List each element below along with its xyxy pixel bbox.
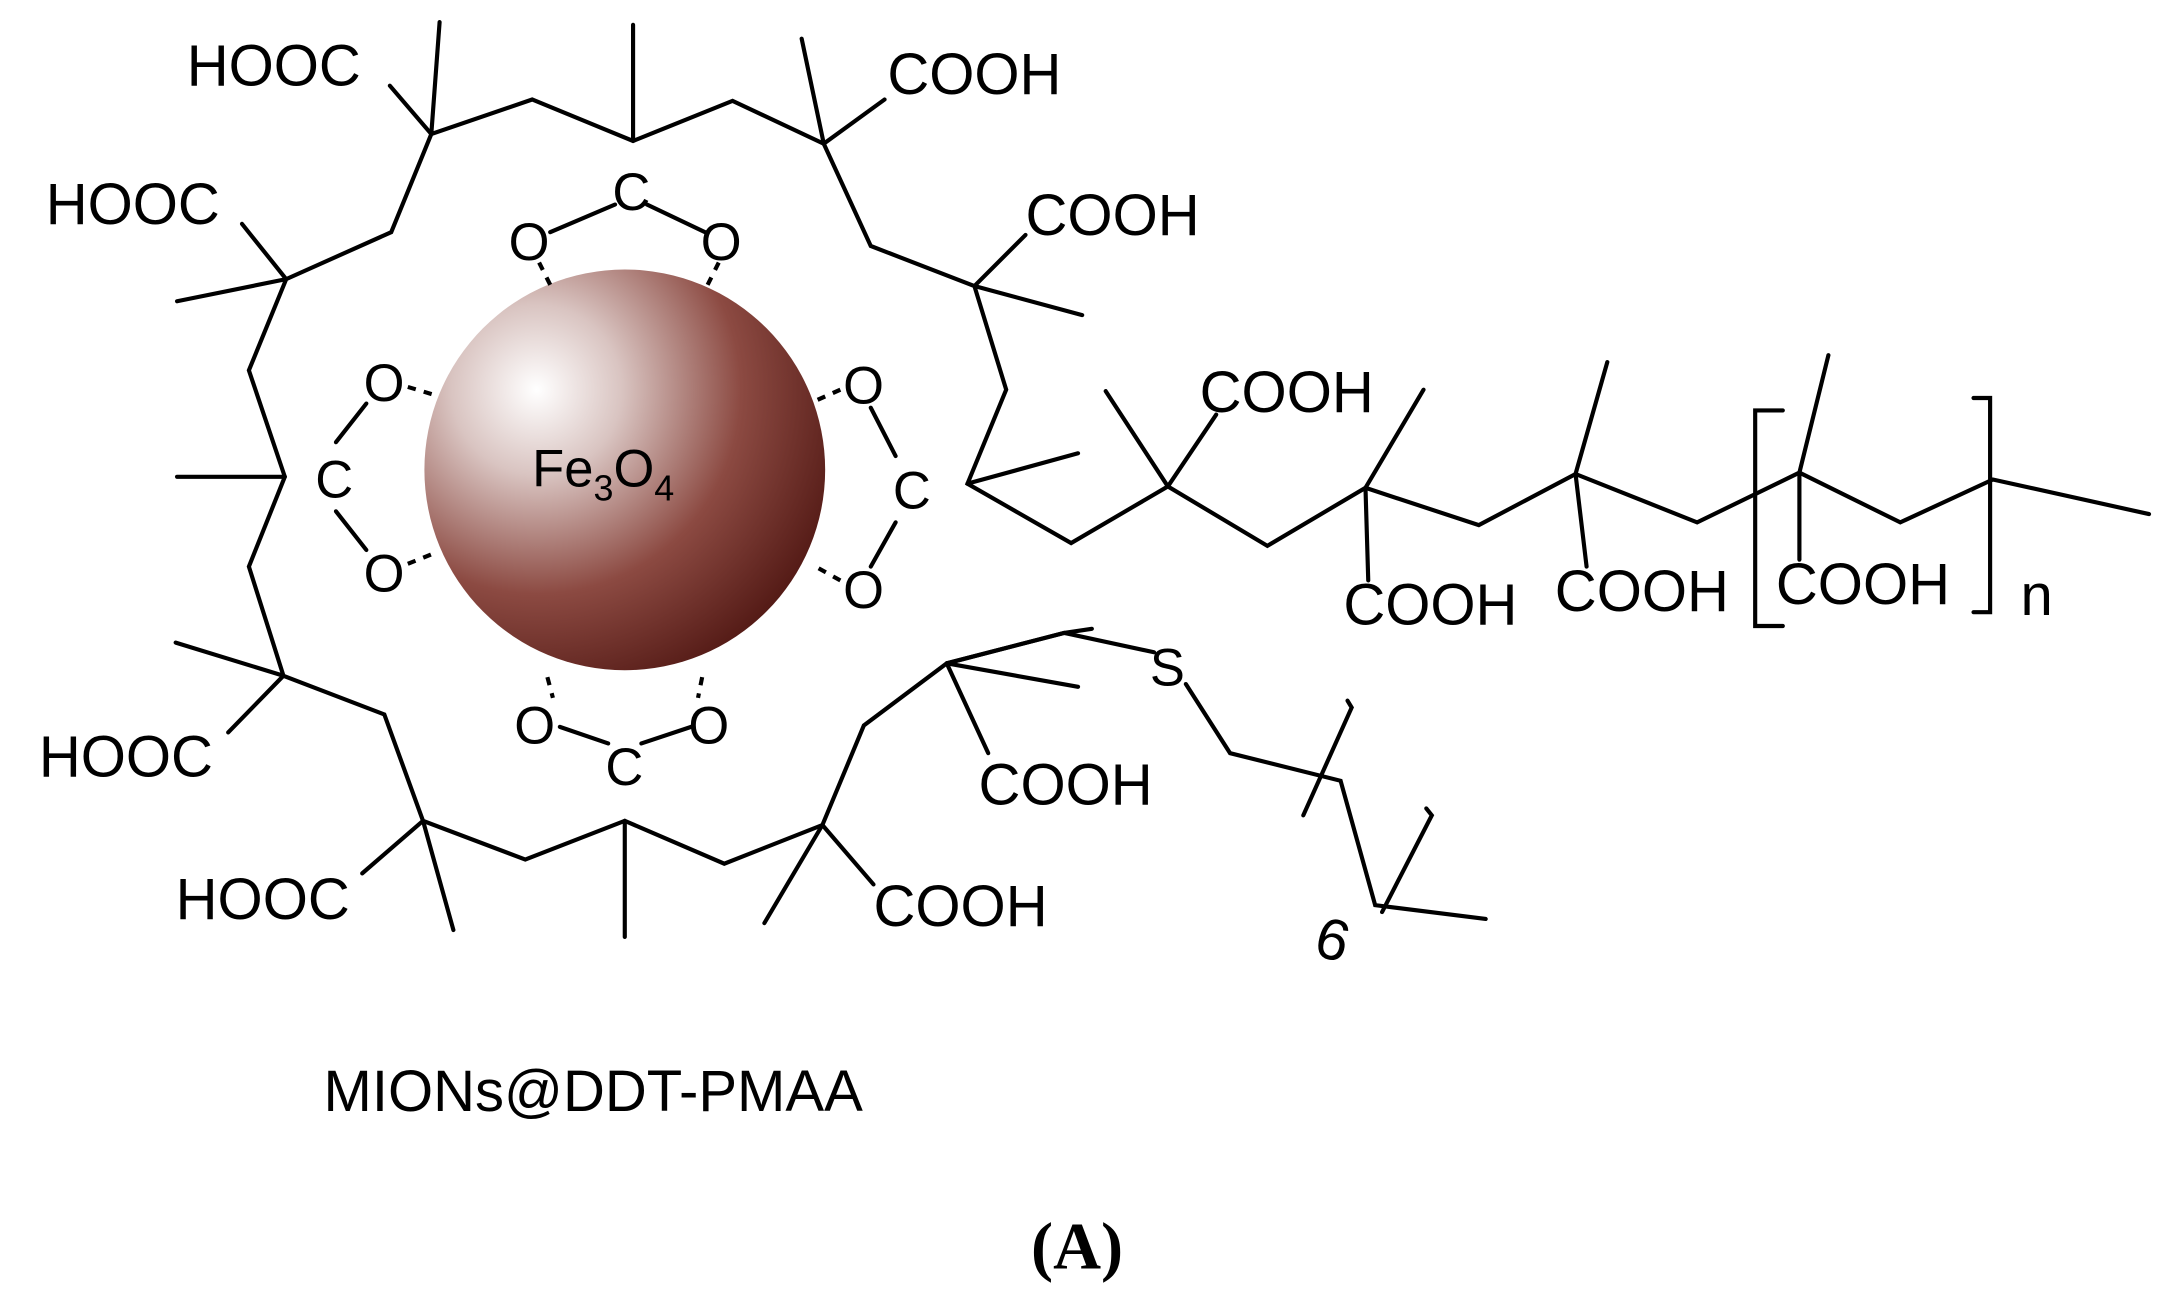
repeat-bracket-chain-top [1301,698,1354,818]
oxygen-atom: O [509,213,550,272]
methyl-bond [965,451,1081,486]
carboxylate-bond [644,202,708,235]
acid-bond [360,818,426,876]
cooh-group: COOH [1555,559,1729,624]
coordination-bond [695,676,705,699]
cooh-group: COOH [1200,360,1374,425]
oxygen-atom: O [364,544,405,603]
carboxylate-bond [548,202,618,235]
methyl-bond [429,20,442,137]
acid-bond [1573,471,1589,569]
oxygen-atom: O [688,696,729,755]
cooh-group: COOH [979,752,1153,817]
acid-bond [1363,485,1371,583]
oxygen-atom: O [843,357,884,416]
cooh-group: COOH [1026,183,1200,248]
carboxylate-bond [868,520,898,569]
coordination-bond [537,261,555,292]
carboxylate-bond [557,724,611,746]
cooh-group: COOH [1776,552,1950,617]
cooh-group: COOH [887,42,1061,107]
acid-bond [944,661,991,756]
carboxylate-bond [639,724,694,746]
methyl-bond [1103,389,1170,489]
methyl-bond [762,822,825,926]
compound-name: MIONs@DDT-PMAA [324,1059,864,1124]
panel-label: (A) [1031,1211,1123,1284]
acid-bond [820,822,876,887]
oxygen-atom: O [514,696,555,755]
fe3o4-core-sphere [424,269,826,671]
repeat-bracket-right [1971,395,1993,615]
oxygen-atom: O [364,354,405,413]
repeat-n: n [2021,563,2053,628]
carbon-atom: C [605,738,643,797]
methyl-bond [1363,387,1426,490]
carboxylate-bond [868,405,898,459]
hooc-group: HOOC [176,867,350,932]
methyl-bond [420,818,456,933]
acid-bond [972,232,1028,289]
sulfur-atom: S [1150,638,1185,697]
methyl-bond [1797,353,1831,475]
oxygen-atom: O [701,213,742,272]
acid-bond [226,673,286,735]
acid-bond [1165,412,1219,489]
dodecyl-chain [1183,681,1488,922]
carbon-atom: C [612,163,650,222]
methyl-bond [174,277,289,304]
carbon-atom: C [893,462,931,521]
acid-bond [239,221,289,282]
oxygen-atom: O [843,561,884,620]
coordination-bond [545,676,555,699]
ring-backbone-right [821,141,2152,549]
repeat-bracket-left [1753,408,1785,629]
hooc-group: HOOC [187,34,361,99]
carbon-atom: C [315,450,353,509]
coordination-bond [703,261,721,292]
coordination-bond [407,550,437,566]
methyl-bond [972,283,1085,318]
methyl-bond [173,640,286,678]
coordination-bond [407,384,437,398]
methyl-bond [944,661,1081,689]
cooh-group: COOH [874,874,1048,939]
coordination-bond [814,564,842,583]
hooc-group: HOOC [39,725,213,790]
methyl-bond [799,36,826,146]
repeat-bracket-chain-bottom [1379,806,1435,915]
acid-bond [387,83,434,137]
core-label: Fe3O4 [532,439,674,508]
coordination-bond [814,387,842,403]
hooc-group: HOOC [46,172,220,237]
repeat-9: 9 [1309,903,1357,974]
carboxylate-bond [333,509,369,553]
cooh-group: COOH [1343,573,1517,638]
acid-bond [821,97,887,146]
carboxylate-bond [333,401,369,445]
thiol-linker [944,630,1157,666]
methyl-bond [1573,359,1610,477]
